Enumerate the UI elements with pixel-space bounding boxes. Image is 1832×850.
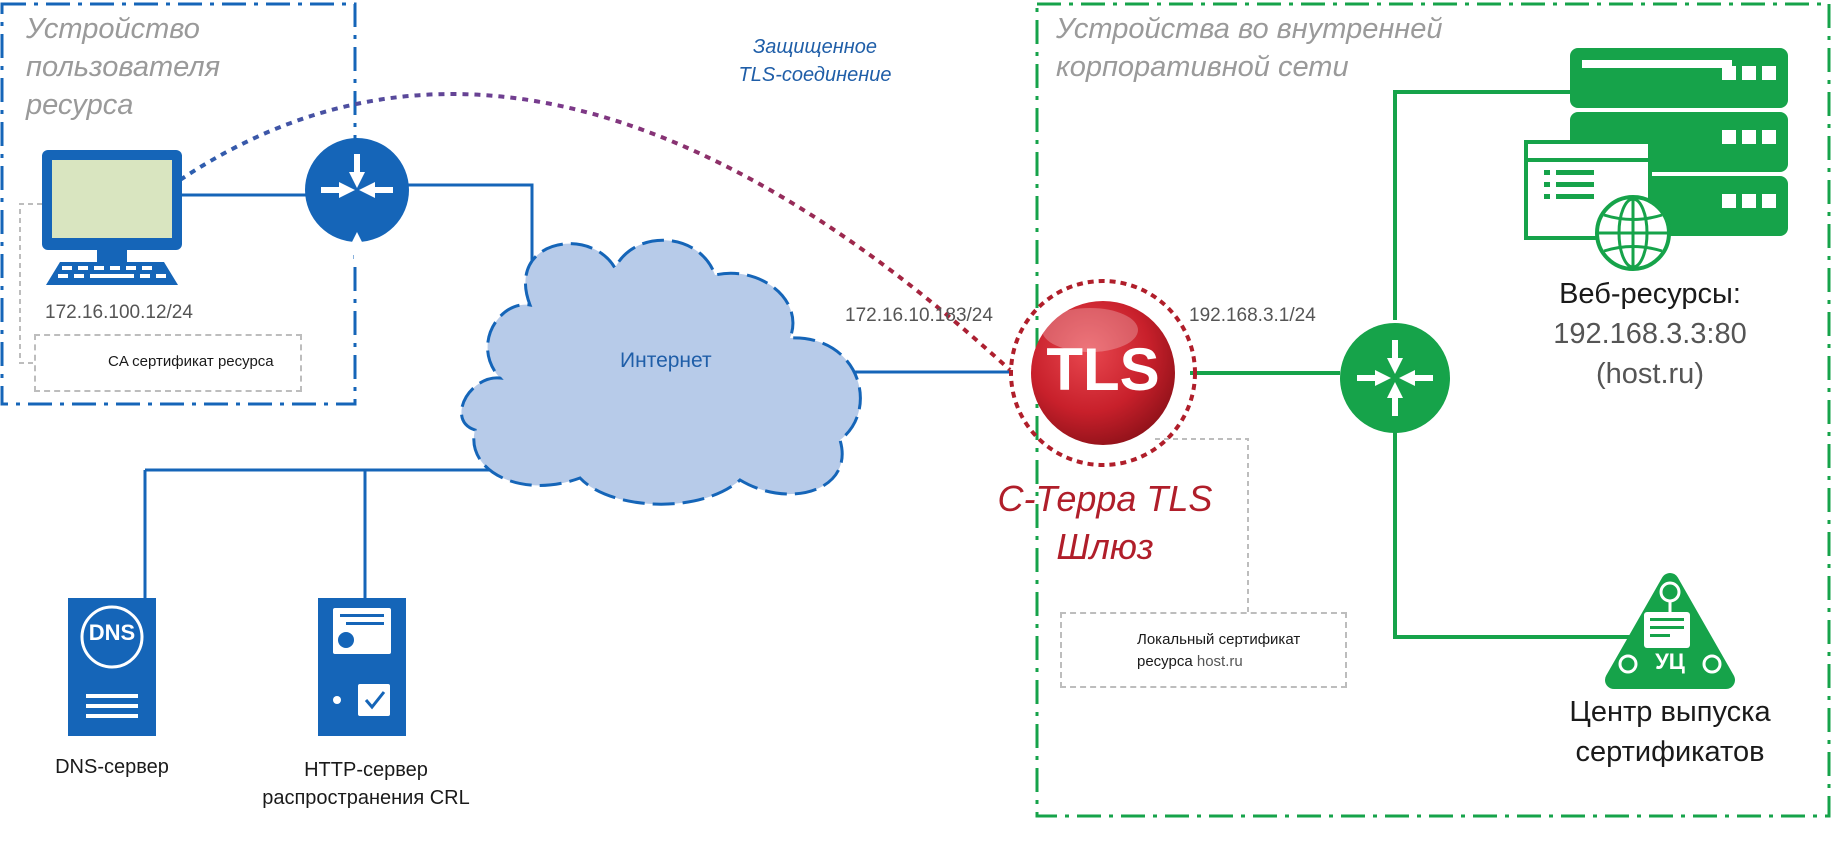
dns-server-icon <box>68 598 156 736</box>
dns-server-label: DNS-сервер <box>55 756 169 778</box>
local-certificate-label-prefix: ресурса <box>1137 653 1197 670</box>
corporate-zone-frame <box>1035 2 1831 818</box>
web-resources-host: (host.ru) <box>1596 358 1704 390</box>
local-cert-connector <box>1155 438 1249 612</box>
corporate-zone-title-line: Устройства во внутренней <box>1056 13 1443 45</box>
ca-center-label-line: Центр выпуска <box>1569 696 1771 728</box>
tls-gateway-icon <box>1009 279 1197 467</box>
user-zone-title: Устройство пользователя ресурса <box>26 10 220 124</box>
gateway-caption-line: Шлюз <box>1056 526 1154 567</box>
local-certificate-box <box>1060 612 1347 688</box>
user-zone-frame <box>0 2 357 406</box>
blue-router-icon <box>305 138 409 266</box>
secure-link-label-line: TLS-соединение <box>738 64 892 86</box>
pc-ip-address: 172.16.100.12/24 <box>45 302 193 323</box>
corporate-zone-title: Устройства во внутренней корпоративной с… <box>1056 10 1443 86</box>
internet-label: Интернет <box>620 349 712 372</box>
user-zone-title-line: пользователя <box>26 51 221 83</box>
user-pc-icon <box>42 150 182 285</box>
ca-center-icon-text: УЦ <box>1655 649 1685 674</box>
ca-certificate-label: CA сертификат ресурса <box>108 353 274 370</box>
local-certificate-label: Локальный сертификат ресурса host.ru <box>1137 629 1300 673</box>
ca-center-label-line: сертификатов <box>1575 736 1765 768</box>
crl-server-icon <box>318 598 406 736</box>
local-certificate-label-line: Локальный сертификат <box>1137 631 1301 648</box>
web-server-stack-icon <box>1524 48 1788 271</box>
secure-tls-arc <box>178 92 1012 372</box>
tls-logo-text: TLS <box>1046 336 1160 403</box>
secure-link-label: Защищенное TLS-соединение <box>700 33 930 89</box>
local-certificate-host: host.ru <box>1196 653 1243 670</box>
ca-center-label: Центр выпуска сертификатов <box>1540 692 1800 772</box>
ca-certificate-box <box>34 334 302 392</box>
user-zone-title-line: Устройство <box>26 13 200 45</box>
ca-cert-connector <box>19 203 42 364</box>
gateway-caption-line: С-Терра TLS <box>997 478 1213 519</box>
crl-server-label: HTTP-сервер распространения CRL <box>236 756 496 812</box>
gateway-caption: С-Терра TLS Шлюз <box>980 475 1230 571</box>
green-router-icon <box>1340 323 1450 433</box>
ca-center-icon <box>1605 573 1735 689</box>
web-resources-label: Веб-ресурсы: 192.168.3.3:80 (host.ru) <box>1530 274 1770 394</box>
gateway-outer-ip: 172.16.10.183/24 <box>845 305 993 326</box>
crl-server-label-line: HTTP-сервер <box>304 759 428 781</box>
user-zone-title-line: ресурса <box>26 89 134 121</box>
local-certificate-label-line: ресурса host.ru <box>1137 651 1300 673</box>
gateway-inner-ip: 192.168.3.1/24 <box>1189 305 1316 326</box>
web-resources-title: Веб-ресурсы: <box>1559 278 1741 310</box>
dns-icon-text: DNS <box>88 620 136 645</box>
internet-cloud <box>460 238 862 506</box>
corporate-zone-title-line: корпоративной сети <box>1056 51 1349 83</box>
secure-link-label-line: Защищенное <box>753 36 877 58</box>
green-links <box>1190 90 1640 639</box>
crl-server-label-line: распространения CRL <box>262 787 470 809</box>
web-resources-address: 192.168.3.3:80 <box>1553 318 1747 350</box>
